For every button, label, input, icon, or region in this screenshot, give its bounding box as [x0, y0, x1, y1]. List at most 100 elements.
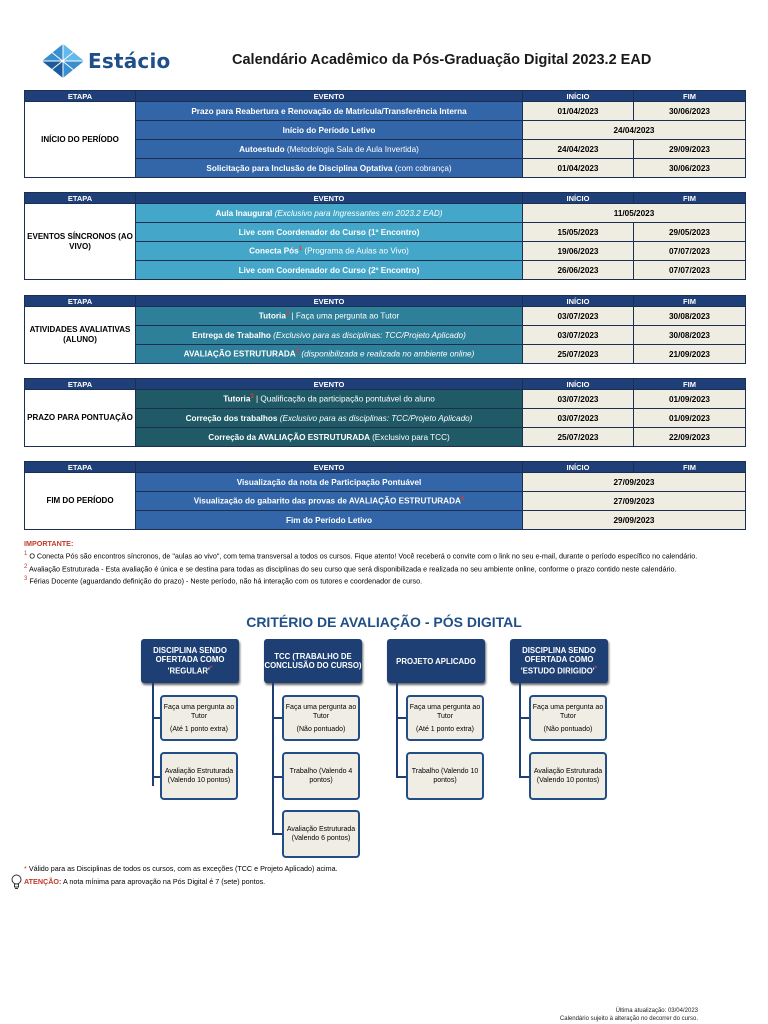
start-date: 25/07/2023	[522, 344, 634, 364]
connector	[272, 833, 284, 835]
end-date: 30/08/2023	[633, 325, 746, 345]
start-date: 03/07/2023	[522, 389, 634, 409]
valid-note: * Válido para as Disciplinas de todos os…	[24, 864, 338, 873]
col-etapa: ETAPA	[24, 461, 136, 473]
col-etapa: ETAPA	[24, 90, 136, 102]
start-date: 01/04/2023	[522, 158, 634, 178]
atencao-note: ATENÇÃO: A nota mínima para aprovação na…	[24, 877, 266, 886]
end-date: 21/09/2023	[633, 344, 746, 364]
event-cell: Aula Inaugural (Exclusivo para Ingressan…	[135, 203, 523, 223]
start-date: 01/04/2023	[522, 101, 634, 121]
end-date: 07/07/2023	[633, 241, 746, 261]
end-date: 22/09/2023	[633, 427, 746, 447]
event-cell: Correção da AVALIAÇÃO ESTRUTURADA (Exclu…	[135, 427, 523, 447]
start-date: 15/05/2023	[522, 222, 634, 242]
event-cell: Fim do Período Letivo	[135, 510, 523, 530]
connector	[272, 717, 284, 719]
important-notes: IMPORTANTE: 1 O Conecta Pós são encontro…	[24, 538, 744, 587]
criteria-title: CRITÉRIO DE AVALIAÇÃO - PÓS DIGITAL	[246, 614, 522, 630]
criteria-head-estudo-dirigido: DISCIPLINA SENDO OFERTADA COMO 'ESTUDO D…	[510, 639, 608, 683]
col-fim: FIM	[633, 378, 746, 390]
col-evento: EVENTO	[135, 90, 523, 102]
end-date: 30/08/2023	[633, 306, 746, 326]
col-inicio: INÍCIO	[522, 295, 634, 307]
event-cell: Solicitação para Inclusão de Disciplina …	[135, 158, 523, 178]
note-2: 2 Avaliação Estruturada - Esta avaliação…	[24, 563, 677, 574]
connector	[519, 776, 531, 778]
criteria-box-tutor: Faça uma pergunta ao Tutor(Até 1 ponto e…	[406, 695, 484, 741]
col-evento: EVENTO	[135, 192, 523, 204]
criteria-box-tutor: Faça uma pergunta ao Tutor(Até 1 ponto e…	[160, 695, 238, 741]
etapa-label: EVENTOS SÍNCRONOS (AO VIVO)	[24, 203, 136, 280]
criteria-box-avaliacao: Avaliação Estruturada (Valendo 10 pontos…	[529, 752, 607, 800]
connector	[396, 717, 408, 719]
event-cell: AVALIAÇÃO ESTRUTURADA2 (disponibilizada …	[135, 344, 523, 364]
note-1: 1 O Conecta Pós são encontros síncronos,…	[24, 551, 698, 561]
start-date: 25/07/2023	[522, 427, 634, 447]
event-cell: Correção dos trabalhos (Exclusivo para a…	[135, 408, 523, 428]
end-date: 29/09/2023	[633, 139, 746, 159]
etapa-label: FIM DO PERÍODO	[24, 472, 136, 530]
estacio-logo-icon	[42, 44, 84, 78]
criteria-head-regular: DISCIPLINA SENDO OFERTADA COMO 'REGULAR'…	[141, 639, 239, 683]
criteria-head-projeto: PROJETO APLICADO	[387, 639, 485, 683]
criteria-head-tcc: TCC (TRABALHO DE CONCLUSÃO DO CURSO)	[264, 639, 362, 683]
criteria-box-trabalho: Trabalho (Valendo 10 pontos)	[406, 752, 484, 800]
estacio-logo: Estácio	[42, 44, 170, 78]
event-cell: Conecta Pós1 (Programa de Aulas ao Vivo)	[135, 241, 523, 261]
event-cell: Tutoria3 | Faça uma pergunta ao Tutor	[135, 306, 523, 326]
end-date: 30/06/2023	[633, 158, 746, 178]
lightbulb-icon	[11, 874, 22, 889]
col-fim: FIM	[633, 90, 746, 102]
connector	[152, 717, 162, 719]
single-date: 11/05/2023	[522, 203, 746, 223]
start-date: 03/07/2023	[522, 325, 634, 345]
col-fim: FIM	[633, 461, 746, 473]
end-date: 30/06/2023	[633, 101, 746, 121]
criteria-box-trabalho: Trabalho (Valendo 4 pontos)	[282, 752, 360, 800]
connector	[272, 776, 284, 778]
connector	[396, 683, 398, 778]
col-etapa: ETAPA	[24, 295, 136, 307]
note-3: 3 Férias Docente (aguardando definição d…	[24, 576, 423, 586]
end-date: 01/09/2023	[633, 408, 746, 428]
event-cell: Entrega de Trabalho (Exclusivo para as d…	[135, 325, 523, 345]
subject-to-change: Calendário sujeito à alteração no decorr…	[559, 1016, 698, 1022]
start-date: 26/06/2023	[522, 260, 634, 280]
col-etapa: ETAPA	[24, 378, 136, 390]
criteria-box-avaliacao: Avaliação Estruturada (Valendo 10 pontos…	[160, 752, 238, 800]
criteria-box-tutor: Faça uma pergunta ao Tutor(Não pontuado)	[529, 695, 607, 741]
single-date: 29/09/2023	[522, 510, 746, 530]
brand-name: Estácio	[88, 49, 171, 73]
col-inicio: INÍCIO	[522, 461, 634, 473]
event-cell: Live com Coordenador do Curso (2º Encont…	[135, 260, 523, 280]
page-title: Calendário Acadêmico da Pós-Graduação Di…	[232, 52, 652, 68]
single-date: 24/04/2023	[522, 120, 746, 140]
connector	[519, 717, 531, 719]
col-inicio: INÍCIO	[522, 192, 634, 204]
end-date: 07/07/2023	[633, 260, 746, 280]
single-date: 27/09/2023	[522, 491, 746, 511]
end-date: 01/09/2023	[633, 389, 746, 409]
etapa-label: ATIVIDADES AVALIATIVAS (ALUNO)	[24, 306, 136, 364]
start-date: 19/06/2023	[522, 241, 634, 261]
criteria-box-tutor: Faça uma pergunta ao Tutor(Não pontuado)	[282, 695, 360, 741]
start-date: 24/04/2023	[522, 139, 634, 159]
event-cell: Autoestudo (Metodologia Sala de Aula Inv…	[135, 139, 523, 159]
last-updated: Última atualização: 03/04/2023	[615, 1008, 698, 1014]
col-inicio: INÍCIO	[522, 378, 634, 390]
col-inicio: INÍCIO	[522, 90, 634, 102]
event-cell: Live com Coordenador do Curso (1º Encont…	[135, 222, 523, 242]
event-cell: Prazo para Reabertura e Renovação de Mat…	[135, 101, 523, 121]
connector	[272, 683, 274, 835]
event-cell: Tutoria3 | Qualificação da participação …	[135, 389, 523, 409]
col-etapa: ETAPA	[24, 192, 136, 204]
start-date: 03/07/2023	[522, 306, 634, 326]
criteria-box-avaliacao: Avaliação Estruturada (Valendo 6 pontos)	[282, 810, 360, 858]
notes-heading: IMPORTANTE:	[24, 539, 74, 548]
